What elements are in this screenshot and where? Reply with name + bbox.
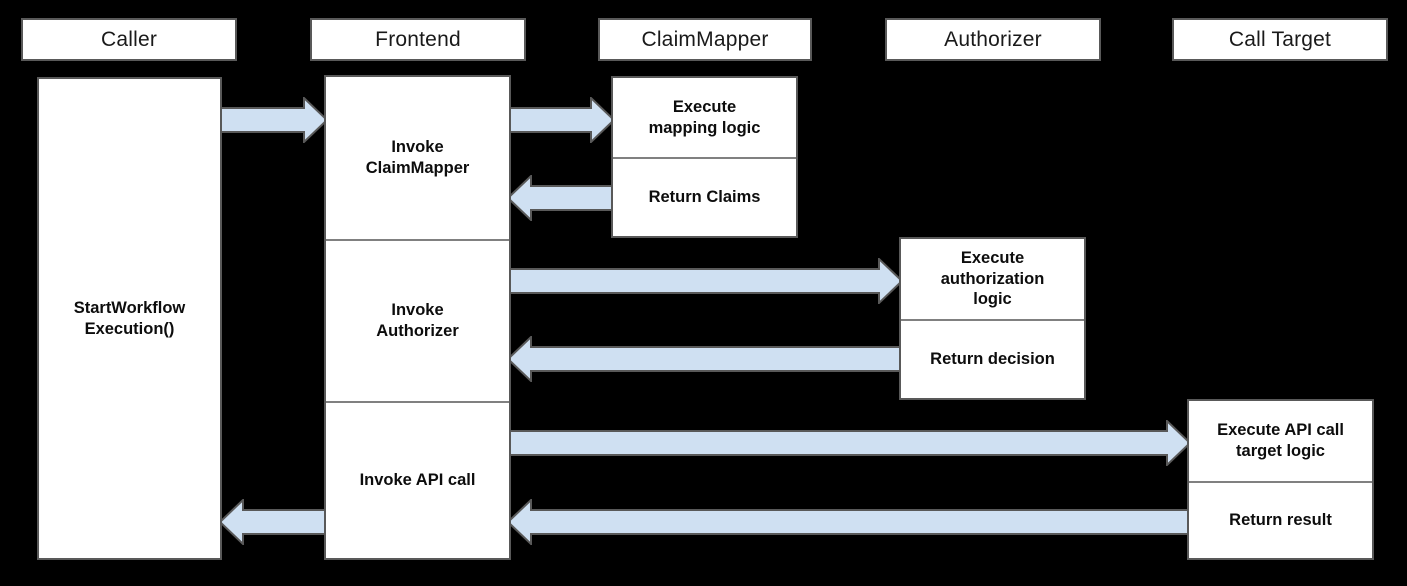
activation-segment-claimmapper-execute-mapping-logic[interactable]: Execute mapping logic bbox=[613, 78, 796, 157]
message-arrow-caller-to-frontend[interactable] bbox=[220, 97, 328, 143]
lifeline-header-frontend[interactable]: Frontend bbox=[310, 18, 526, 61]
activation-segment-label: Execute authorization logic bbox=[940, 249, 1045, 309]
activation-segment-caller-start-workflow[interactable]: StartWorkflow Execution() bbox=[39, 79, 220, 558]
message-arrow-frontend-to-authorizer[interactable] bbox=[509, 258, 903, 304]
activation-frontend[interactable]: Invoke ClaimMapper Invoke Authorizer Inv… bbox=[324, 75, 511, 560]
message-arrow-frontend-to-claimmapper[interactable] bbox=[509, 97, 615, 143]
activation-claimmapper[interactable]: Execute mapping logic Return Claims bbox=[611, 76, 798, 238]
activation-segment-calltarget-execute-api-call-target-logic[interactable]: Execute API call target logic bbox=[1189, 401, 1372, 481]
activation-segment-authorizer-return-decision[interactable]: Return decision bbox=[901, 319, 1084, 398]
activation-authorizer[interactable]: Execute authorization logic Return decis… bbox=[899, 237, 1086, 400]
message-arrow-frontend-to-calltarget[interactable] bbox=[509, 420, 1191, 466]
activation-segment-label: Invoke Authorizer bbox=[376, 301, 459, 340]
message-arrow-calltarget-to-frontend[interactable] bbox=[507, 499, 1191, 545]
activation-segment-claimmapper-return-claims[interactable]: Return Claims bbox=[613, 157, 796, 236]
message-arrow-frontend-to-caller[interactable] bbox=[219, 499, 329, 545]
activation-segment-frontend-invoke-api-call[interactable]: Invoke API call bbox=[326, 401, 509, 558]
lifeline-header-claimmapper-label: ClaimMapper bbox=[641, 28, 769, 51]
activation-segment-label: Return Claims bbox=[648, 188, 761, 207]
activation-segment-label: StartWorkflow Execution() bbox=[73, 298, 186, 338]
lifeline-header-caller-label: Caller bbox=[100, 28, 158, 51]
lifeline-header-claimmapper[interactable]: ClaimMapper bbox=[598, 18, 812, 61]
activation-segment-label: Invoke ClaimMapper bbox=[365, 138, 470, 177]
activation-caller[interactable]: StartWorkflow Execution() bbox=[37, 77, 222, 560]
activation-segment-label: Return result bbox=[1229, 511, 1332, 530]
lifeline-header-frontend-label: Frontend bbox=[375, 28, 461, 51]
message-arrow-authorizer-to-frontend[interactable] bbox=[507, 336, 903, 382]
activation-segment-label: Execute mapping logic bbox=[648, 97, 761, 137]
lifeline-header-authorizer-label: Authorizer bbox=[944, 28, 1042, 51]
activation-segment-frontend-invoke-claimmapper[interactable]: Invoke ClaimMapper bbox=[326, 77, 509, 239]
activation-segment-authorizer-execute-authorization-logic[interactable]: Execute authorization logic bbox=[901, 239, 1084, 319]
lifeline-header-authorizer[interactable]: Authorizer bbox=[885, 18, 1101, 61]
activation-segment-label: Execute API call target logic bbox=[1217, 421, 1344, 460]
lifeline-header-caller[interactable]: Caller bbox=[21, 18, 237, 61]
message-arrow-claimmapper-to-frontend[interactable] bbox=[507, 175, 615, 221]
activation-segment-frontend-invoke-authorizer[interactable]: Invoke Authorizer bbox=[326, 239, 509, 401]
lifeline-header-calltarget-label: Call Target bbox=[1228, 28, 1332, 51]
activation-segment-calltarget-return-result[interactable]: Return result bbox=[1189, 481, 1372, 558]
activation-segment-label: Invoke API call bbox=[359, 471, 476, 490]
activation-calltarget[interactable]: Execute API call target logic Return res… bbox=[1187, 399, 1374, 560]
lifeline-header-calltarget[interactable]: Call Target bbox=[1172, 18, 1388, 61]
activation-segment-label: Return decision bbox=[930, 350, 1055, 369]
